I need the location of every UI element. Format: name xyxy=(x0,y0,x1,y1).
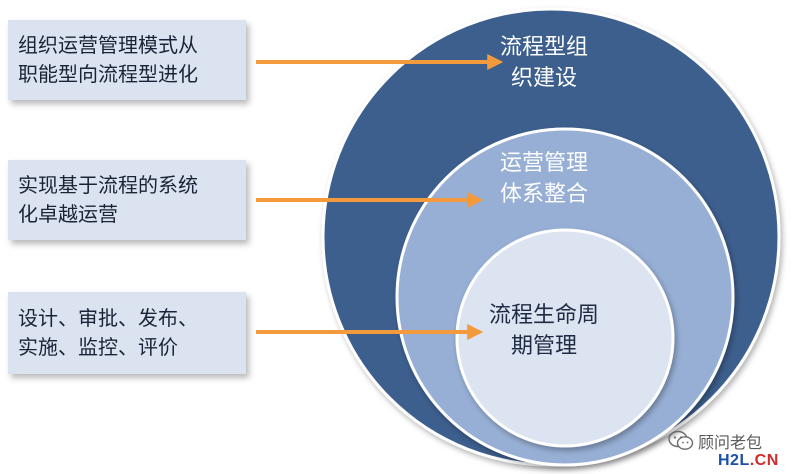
watermark-text: 顾问老包 xyxy=(698,433,763,452)
inner-label-line-1: 流程生命周 xyxy=(488,303,599,328)
inner-circle xyxy=(455,228,675,448)
middle-label-line-2: 体系整合 xyxy=(499,182,588,207)
text-box-operational-excellence: 实现基于流程的系统 化卓越运营 xyxy=(8,160,246,240)
site-logo: H2L.CN xyxy=(718,452,779,470)
inner-circle-label: 流程生命周 期管理 xyxy=(474,300,614,362)
wechat-icon xyxy=(668,430,694,450)
middle-label-line-1: 运营管理 xyxy=(499,151,588,176)
site-logo-right: .CN xyxy=(749,452,779,469)
inner-label-line-2: 期管理 xyxy=(510,334,577,359)
box-1-line-1: 组织运营管理模式从 xyxy=(18,33,198,57)
box-1-line-2: 职能型向流程型进化 xyxy=(18,62,198,86)
box-2-line-2: 化卓越运营 xyxy=(18,202,118,226)
box-2-line-1: 实现基于流程的系统 xyxy=(18,173,198,197)
box-3-line-2: 实施、监控、评价 xyxy=(18,335,178,359)
box-3-line-1: 设计、审批、发布、 xyxy=(18,306,198,330)
outer-circle-label: 流程型组 织建设 xyxy=(482,32,606,94)
outer-label-line-2: 织建设 xyxy=(510,66,577,91)
outer-label-line-1: 流程型组 xyxy=(499,35,588,60)
text-box-lifecycle-steps: 设计、审批、发布、 实施、监控、评价 xyxy=(8,292,246,374)
site-logo-left: H2L xyxy=(718,452,750,469)
watermark: 顾问老包 xyxy=(668,426,762,456)
middle-circle-label: 运营管理 体系整合 xyxy=(474,148,614,210)
text-box-org-evolution: 组织运营管理模式从 职能型向流程型进化 xyxy=(8,20,246,100)
